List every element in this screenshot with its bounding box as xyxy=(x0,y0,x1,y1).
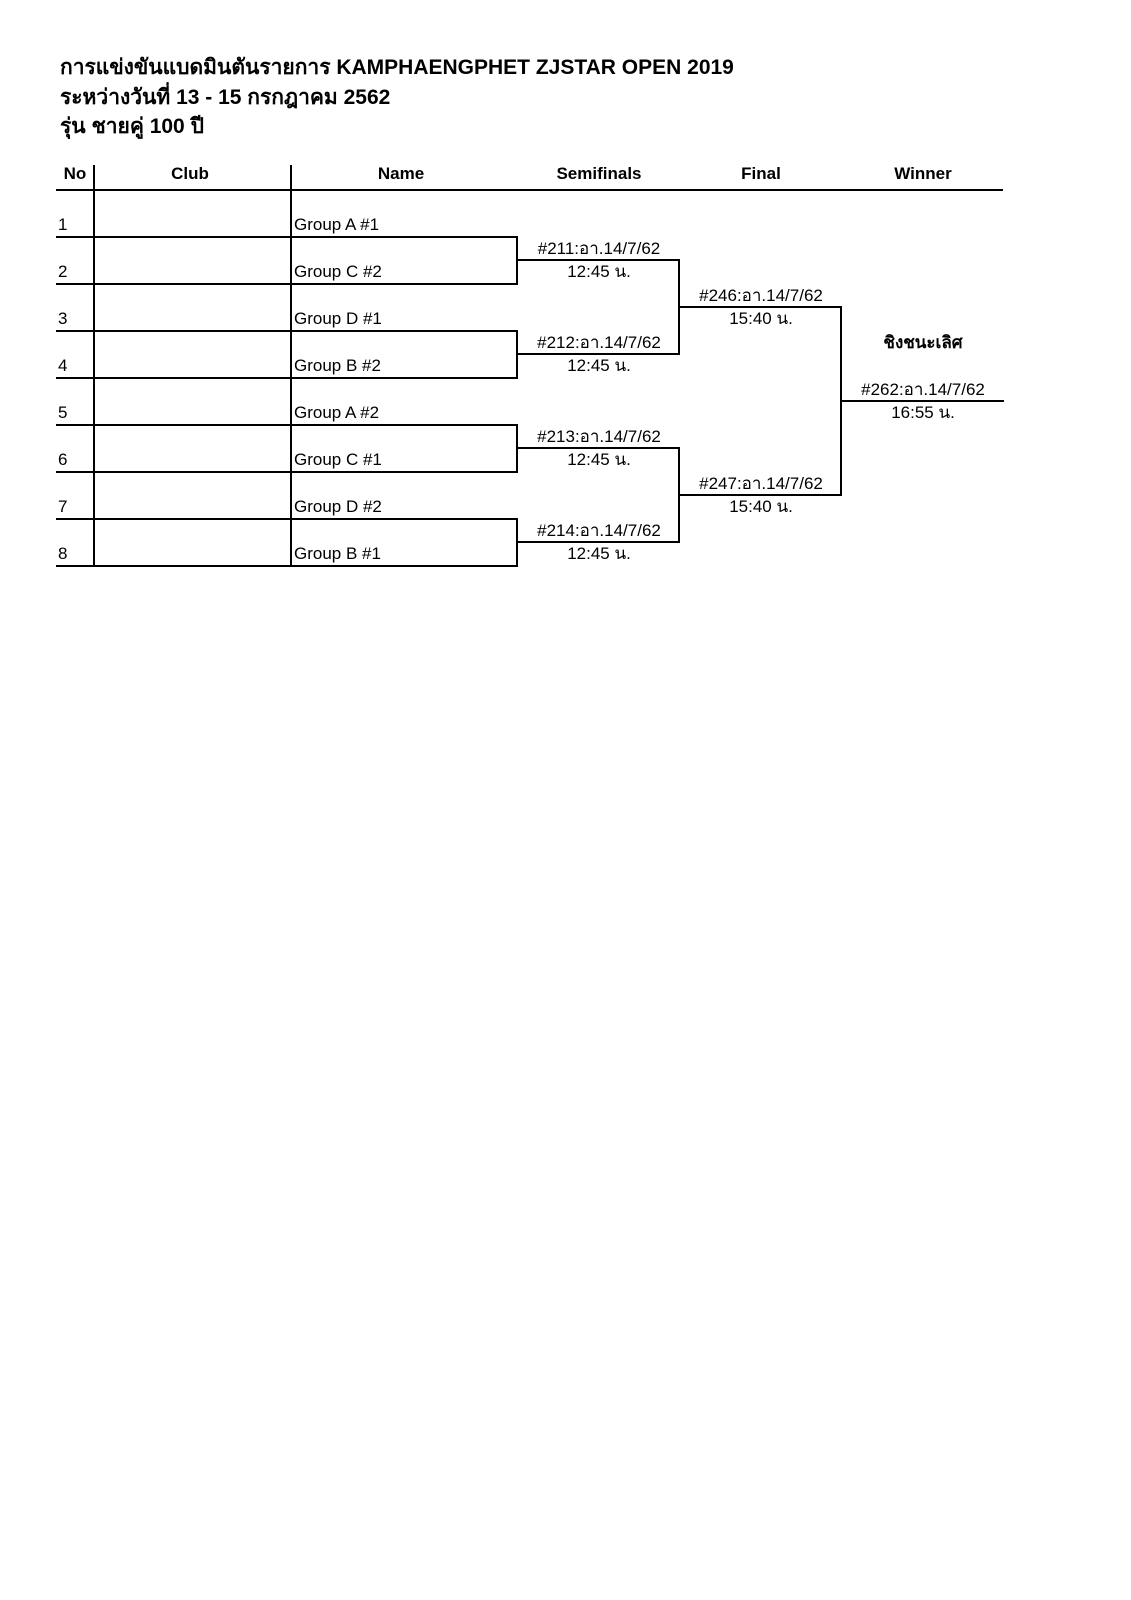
row-number: 3 xyxy=(58,309,68,328)
header-name: Name xyxy=(377,164,425,183)
match-id: #246:อา.14/7/62 xyxy=(699,286,823,305)
header-semifinals: Semifinals xyxy=(556,164,642,183)
row-divider xyxy=(56,283,518,285)
row-number: 4 xyxy=(58,356,68,375)
final-match: #247:อา.14/7/62 15:40 น. xyxy=(680,472,842,518)
match-id: #212:อา.14/7/62 xyxy=(537,333,661,352)
name-cell: Group D #1 xyxy=(294,309,382,328)
match-id: #247:อา.14/7/62 xyxy=(699,474,823,493)
match-time: 12:45 น. xyxy=(567,356,631,375)
semifinal-match: #212:อา.14/7/62 12:45 น. xyxy=(518,331,680,377)
match-id: #214:อา.14/7/62 xyxy=(537,521,661,540)
row-divider xyxy=(56,518,518,520)
no-column-separator xyxy=(93,165,95,567)
match-time: 12:45 น. xyxy=(567,544,631,563)
header-club: Club xyxy=(171,164,209,183)
semifinal-match: #214:อา.14/7/62 12:45 น. xyxy=(518,519,680,565)
match-time: 15:40 น. xyxy=(729,497,793,516)
header-final: Final xyxy=(741,164,781,183)
bracket-connector xyxy=(516,353,680,355)
championship-label: ชิงชนะเลิศ xyxy=(883,333,963,352)
title-line-3: รุ่น ชายคู่ 100 ปี xyxy=(60,115,204,138)
name-cell: Group B #2 xyxy=(294,356,381,375)
row-divider xyxy=(56,565,518,567)
row-number: 7 xyxy=(58,497,68,516)
semifinal-match: #213:อา.14/7/62 12:45 น. xyxy=(518,425,680,471)
bracket-connector xyxy=(516,447,680,449)
club-column-separator xyxy=(290,165,292,567)
row-divider xyxy=(56,330,518,332)
row-number: 8 xyxy=(58,544,68,563)
row-divider xyxy=(56,424,518,426)
match-time: 12:45 น. xyxy=(567,262,631,281)
name-cell: Group A #2 xyxy=(294,403,380,422)
row-number: 2 xyxy=(58,262,68,281)
bracket-connector xyxy=(678,494,842,496)
bracket-connector xyxy=(516,259,680,261)
row-number: 6 xyxy=(58,450,68,469)
bracket-connector xyxy=(678,306,842,308)
header-no: No xyxy=(63,164,87,183)
match-id: #213:อา.14/7/62 xyxy=(537,427,661,446)
bracket-connector xyxy=(516,541,680,543)
name-cell: Group C #1 xyxy=(294,450,382,469)
name-cell: Group C #2 xyxy=(294,262,382,281)
bracket-connector xyxy=(840,400,1004,402)
match-time: 15:40 น. xyxy=(729,309,793,328)
header-divider xyxy=(56,189,1003,191)
match-id: #211:อา.14/7/62 xyxy=(537,239,661,258)
row-divider xyxy=(56,377,518,379)
match-id: #262:อา.14/7/62 xyxy=(861,380,985,399)
final-match: #246:อา.14/7/62 15:40 น. xyxy=(680,284,842,330)
semifinal-match: #211:อา.14/7/62 12:45 น. xyxy=(518,237,680,283)
title-line-2: ระหว่างวันที่ 13 - 15 กรกฎาคม 2562 xyxy=(60,86,391,109)
row-divider xyxy=(56,471,518,473)
row-number: 1 xyxy=(58,215,68,234)
match-time: 16:55 น. xyxy=(891,403,955,422)
name-cell: Group A #1 xyxy=(294,215,380,234)
row-number: 5 xyxy=(58,403,68,422)
championship-match: #262:อา.14/7/62 16:55 น. xyxy=(842,378,1004,424)
row-divider xyxy=(56,236,518,238)
title-line-1: การแข่งขันแบดมินตันรายการ KAMPHAENGPHET … xyxy=(60,56,734,79)
name-cell: Group D #2 xyxy=(294,497,382,516)
name-cell: Group B #1 xyxy=(294,544,381,563)
match-time: 12:45 น. xyxy=(567,450,631,469)
header-winner: Winner xyxy=(894,164,952,183)
